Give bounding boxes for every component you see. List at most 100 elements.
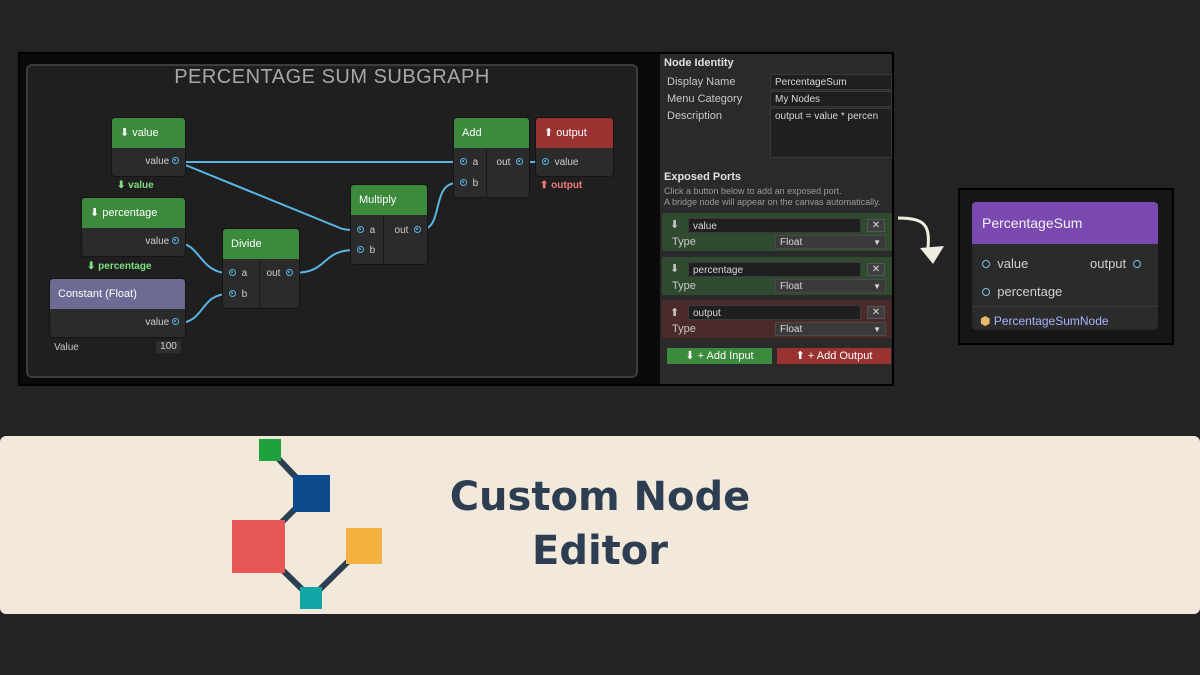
port-label: value bbox=[145, 156, 170, 167]
description-field[interactable]: output = value * percen bbox=[770, 108, 892, 158]
node-divide[interactable]: Divide a b out bbox=[223, 229, 299, 308]
node-constant-float[interactable]: Constant (Float) value bbox=[50, 279, 185, 337]
port-dot-icon[interactable] bbox=[286, 269, 293, 276]
port-label: percentage bbox=[997, 284, 1063, 299]
port-label: output bbox=[1090, 256, 1127, 271]
port-type-dropdown[interactable]: Float▼ bbox=[775, 235, 886, 249]
output-port[interactable]: out bbox=[267, 268, 293, 279]
input-port-b[interactable]: b bbox=[460, 178, 478, 189]
port-name-field[interactable]: value bbox=[688, 218, 861, 233]
input-port-b[interactable]: b bbox=[229, 289, 247, 300]
input-port-a[interactable]: a bbox=[229, 268, 247, 279]
port-dot-icon[interactable] bbox=[460, 158, 467, 165]
preview-output-port[interactable]: output bbox=[1090, 256, 1142, 271]
node-output[interactable]: ⬆ output value bbox=[536, 118, 613, 176]
banner-title: Custom Node Editor bbox=[420, 470, 780, 578]
logo-yellow-square bbox=[346, 528, 382, 564]
port-type-label: Type bbox=[672, 323, 696, 335]
arrow-down-icon: ⬇ bbox=[670, 263, 680, 275]
output-port[interactable]: out bbox=[395, 225, 421, 236]
script-icon: ⬢ bbox=[980, 314, 991, 328]
port-type-dropdown[interactable]: Float ▼ bbox=[775, 279, 886, 293]
chevron-down-icon: ▼ bbox=[873, 282, 881, 291]
node-percentage-input[interactable]: ⬇ percentage value bbox=[82, 198, 185, 256]
port-dot-icon[interactable] bbox=[229, 269, 236, 276]
logo-green-square bbox=[259, 439, 281, 461]
port-name-field[interactable]: output bbox=[688, 305, 861, 320]
port-dot-icon[interactable] bbox=[414, 226, 421, 233]
node-header: ⬇ percentage bbox=[82, 198, 185, 228]
port-label: b bbox=[369, 245, 376, 256]
port-dot-icon[interactable] bbox=[516, 158, 523, 165]
exposed-ports-heading: Exposed Ports bbox=[664, 171, 742, 183]
dropdown-value: Float bbox=[780, 237, 803, 248]
port-dot-icon[interactable] bbox=[460, 179, 467, 186]
menu-category-label: Menu Category bbox=[667, 93, 743, 105]
port-label: out bbox=[266, 268, 281, 279]
node-header: ⬆ output bbox=[536, 118, 613, 148]
port-label: out bbox=[394, 225, 409, 236]
remove-port-button[interactable]: ✕ bbox=[867, 219, 885, 232]
port-dot-icon[interactable] bbox=[542, 158, 549, 165]
port-label: value bbox=[997, 256, 1029, 271]
port-dot-icon[interactable] bbox=[172, 157, 179, 164]
port-label: value bbox=[145, 317, 170, 328]
input-port[interactable]: value bbox=[542, 157, 578, 168]
port-label: b bbox=[241, 289, 248, 300]
port-dot-icon[interactable] bbox=[982, 288, 990, 296]
dropdown-value: Float bbox=[780, 281, 803, 292]
remove-port-button[interactable]: ✕ bbox=[867, 306, 885, 319]
preview-node[interactable]: PercentageSum bbox=[972, 202, 1158, 330]
node-header: Divide bbox=[223, 229, 299, 259]
output-port[interactable]: value bbox=[145, 156, 179, 167]
output-port[interactable]: out bbox=[497, 157, 523, 168]
preview-class-name: PercentageSumNode bbox=[993, 314, 1109, 328]
remove-port-button[interactable]: ✕ bbox=[867, 263, 885, 276]
port-label: value bbox=[145, 236, 170, 247]
bridge-label-value: ⬇ value bbox=[117, 180, 154, 191]
port-dot-icon[interactable] bbox=[1133, 260, 1142, 268]
port-dot-icon[interactable] bbox=[357, 226, 364, 233]
port-dot-icon[interactable] bbox=[357, 246, 364, 253]
exposed-ports-hint-2: A bridge node will appear on the canvas … bbox=[664, 197, 881, 207]
description-label: Description bbox=[667, 110, 723, 122]
port-type-dropdown[interactable]: Float▼ bbox=[775, 322, 886, 336]
port-separator bbox=[486, 148, 487, 197]
node-header: Multiply bbox=[351, 185, 427, 215]
constant-value-field[interactable]: 100 bbox=[156, 341, 181, 353]
arrow-down-icon: ⬇ bbox=[670, 219, 680, 231]
port-dot-icon[interactable] bbox=[229, 290, 236, 297]
port-label: a bbox=[472, 157, 479, 168]
node-value-input[interactable]: ⬇ value value bbox=[112, 118, 185, 176]
node-identity-heading: Node Identity bbox=[664, 57, 734, 69]
display-name-field[interactable]: PercentageSum bbox=[770, 74, 892, 90]
preview-footer: ⬢ PercentageSumNode bbox=[980, 314, 1109, 328]
input-port-a[interactable]: a bbox=[357, 225, 375, 236]
preview-input-percentage[interactable]: percentage bbox=[982, 284, 1062, 299]
menu-category-field[interactable]: My Nodes bbox=[770, 91, 892, 107]
banner-title-line2: Editor bbox=[532, 528, 668, 574]
node-multiply[interactable]: Multiply a b out bbox=[351, 185, 427, 264]
add-output-button[interactable]: ⬆ + Add Output bbox=[777, 348, 891, 364]
node-header: ⬇ value bbox=[112, 118, 185, 148]
preview-input-value[interactable]: value bbox=[982, 256, 1028, 271]
port-type-label: Type bbox=[672, 280, 696, 292]
output-port[interactable]: value bbox=[145, 236, 179, 247]
port-dot-icon[interactable] bbox=[172, 237, 179, 244]
port-dot-icon[interactable] bbox=[982, 260, 990, 268]
node-add[interactable]: Add a b out bbox=[454, 118, 529, 197]
port-name-field[interactable]: percentage bbox=[688, 262, 861, 277]
port-separator bbox=[383, 215, 384, 264]
bridge-label-output: ⬆ output bbox=[540, 180, 583, 191]
port-label: a bbox=[241, 268, 248, 279]
add-input-button[interactable]: ⬇ + Add Input bbox=[667, 348, 772, 364]
input-port-b[interactable]: b bbox=[357, 245, 375, 256]
graph-title: PERCENTAGE SUM SUBGRAPH bbox=[174, 66, 490, 88]
port-dot-icon[interactable] bbox=[172, 318, 179, 325]
input-port-a[interactable]: a bbox=[460, 157, 478, 168]
port-label: b bbox=[472, 178, 479, 189]
logo-blue-square bbox=[293, 475, 330, 512]
output-port[interactable]: value bbox=[145, 317, 179, 328]
chevron-down-icon: ▼ bbox=[873, 325, 881, 334]
